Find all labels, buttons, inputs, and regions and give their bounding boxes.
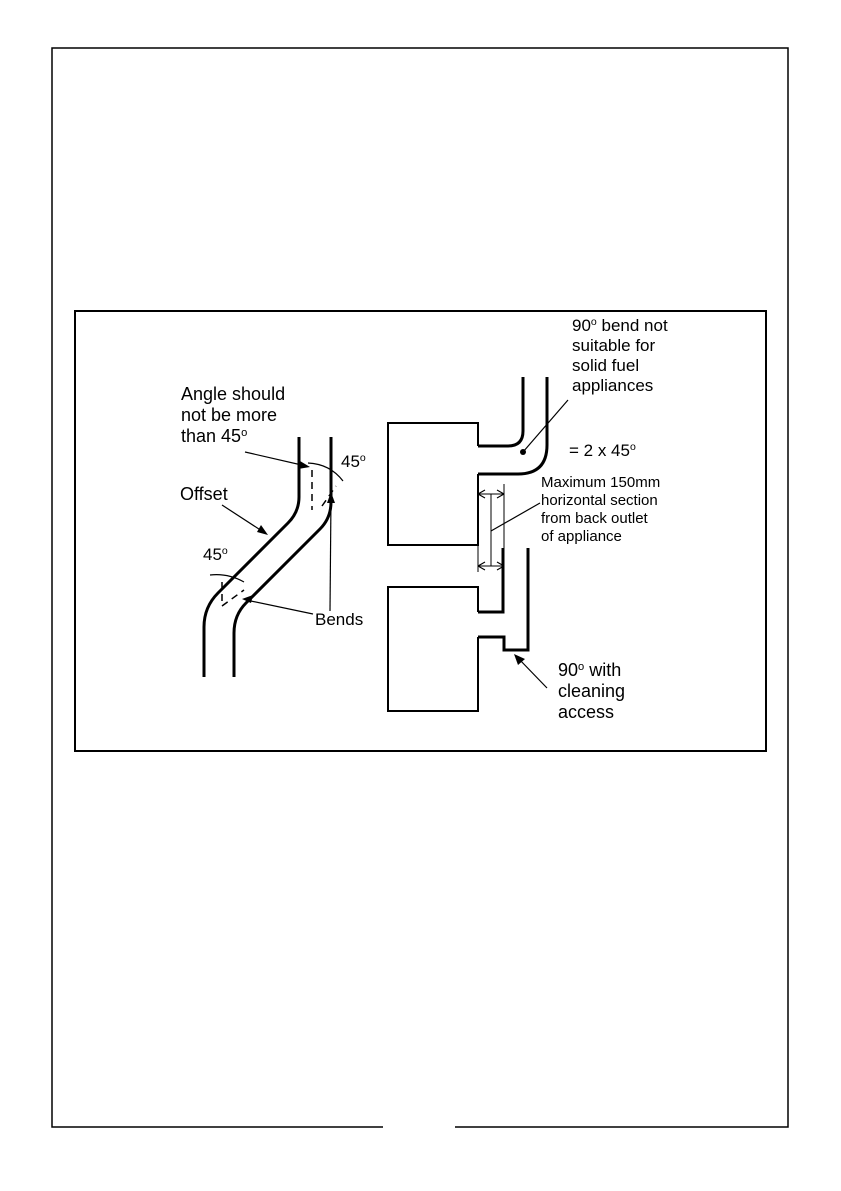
top-angle-arc — [308, 463, 343, 481]
bottom-angle-arc — [210, 575, 244, 582]
angle-note-leader — [245, 452, 306, 466]
flue-wall-right — [234, 437, 331, 677]
equivalence-label: = 2 x 45o — [569, 441, 636, 461]
offset-label: Offset — [180, 484, 228, 505]
bend-inner-wall — [478, 377, 547, 474]
bend-not-suitable-label: 90o bend not suitable for solid fuel app… — [572, 316, 668, 396]
top-angle-label: 45o — [341, 452, 366, 472]
bends-label: Bends — [315, 610, 363, 630]
lower-appliance-diagram — [388, 548, 547, 711]
cleaning-access-leader — [518, 658, 547, 688]
horizontal-section-label: Maximum 150mm horizontal section from ba… — [541, 474, 660, 546]
cleaning-access-label: 90o with cleaning access — [558, 660, 625, 723]
bends-leader-bottom — [246, 600, 313, 614]
lower-appliance-body — [388, 587, 478, 711]
bend-outer-wall — [478, 377, 523, 446]
upper-appliance-body — [388, 423, 478, 545]
angle-note-label: Angle should not be more than 45o — [181, 384, 285, 447]
bend-note-dot — [520, 449, 526, 455]
offset-arrowhead — [257, 525, 268, 535]
bends-arrowhead-top — [327, 492, 335, 503]
offset-leader — [222, 505, 265, 533]
horizontal-note-leader — [491, 503, 540, 531]
angle-note-arrowhead — [298, 461, 310, 469]
bottom-angle-label: 45o — [203, 545, 228, 565]
